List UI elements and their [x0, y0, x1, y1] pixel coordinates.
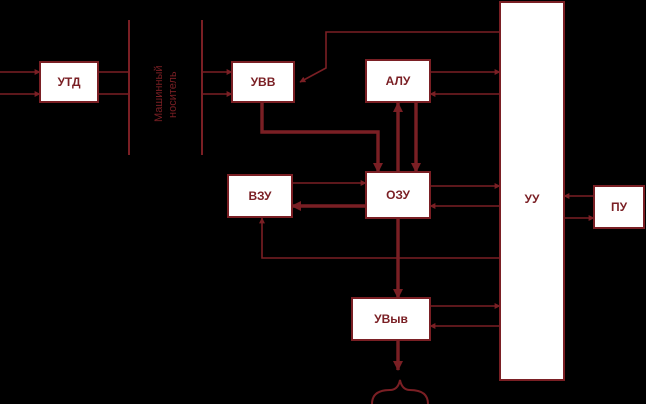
data-buses — [260, 102, 421, 371]
block-pu-label: ПУ — [611, 200, 628, 214]
block-uu: УУ — [499, 1, 565, 381]
uu-uvv-arrow — [299, 31, 500, 83]
block-utd: УТД — [39, 61, 99, 103]
output-brace — [371, 379, 429, 404]
carrier-label-line1: Машинный — [153, 65, 165, 122]
carrier-label-line2: носитель — [167, 71, 179, 118]
block-uvyv-label: УВыв — [374, 312, 408, 326]
block-ozu: ОЗУ — [365, 171, 431, 219]
block-pu: ПУ — [593, 185, 645, 229]
block-uvv-label: УВВ — [251, 75, 276, 89]
connections — [0, 31, 595, 329]
machine-carrier: Машинный носитель — [128, 20, 203, 155]
block-alu: АЛУ — [365, 59, 431, 103]
block-ozu-label: ОЗУ — [386, 188, 410, 202]
block-utd-label: УТД — [57, 75, 80, 89]
block-uvv: УВВ — [231, 61, 295, 103]
block-uu-label: УУ — [525, 192, 540, 206]
block-uvyv: УВыв — [351, 297, 431, 341]
block-alu-label: АЛУ — [386, 74, 411, 88]
block-vzu-label: ВЗУ — [248, 189, 272, 203]
uu-vzu-arrow — [259, 217, 500, 259]
block-vzu: ВЗУ — [227, 174, 293, 218]
uvv-ozu-bus — [260, 102, 383, 173]
